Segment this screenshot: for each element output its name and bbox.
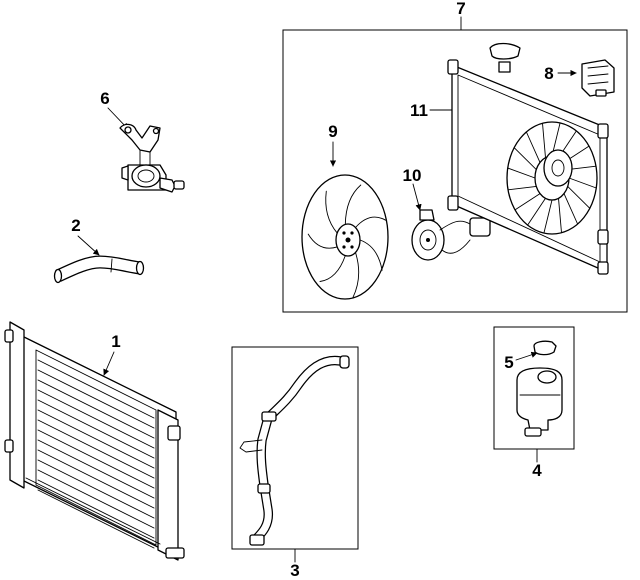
radiator-fin <box>37 469 155 529</box>
shroud-vane <box>568 177 597 189</box>
fan-blade-curve <box>359 239 383 271</box>
shroud-vane <box>507 185 537 191</box>
radiator-fin <box>37 439 155 499</box>
radiator-fin <box>37 369 155 429</box>
fan-blade-curve <box>319 255 346 282</box>
fan-blade <box>301 174 389 300</box>
radiator-fin <box>37 479 155 539</box>
callout-3: 3 <box>290 561 299 580</box>
callout-1: 1 <box>111 332 120 351</box>
fan-assembly-group-box <box>282 29 628 313</box>
valve-assembly <box>119 123 185 193</box>
coolant-hose <box>239 355 350 546</box>
radiator-fin <box>37 409 155 469</box>
shroud-vane <box>542 122 546 159</box>
shroud-vane <box>558 197 562 234</box>
callout-5: 5 <box>504 353 513 372</box>
shroud-vane <box>567 185 591 209</box>
reservoir-group-box <box>493 326 575 450</box>
fan-blade-curve <box>307 233 338 249</box>
shroud-vane <box>513 147 537 171</box>
shroud-vane <box>525 131 541 163</box>
fan-shroud <box>447 42 609 275</box>
fan-resistor <box>581 59 615 97</box>
callout-11: 11 <box>410 101 428 120</box>
shroud-vane <box>543 199 553 234</box>
fan-blade-curve <box>344 184 362 225</box>
fan-blade-curve <box>355 216 387 228</box>
radiator <box>4 321 185 561</box>
radiator-fin <box>37 429 155 489</box>
shroud-vane <box>507 167 536 179</box>
radiator-fin <box>37 359 155 419</box>
radiator-fin <box>37 449 155 509</box>
shroud-vane <box>563 193 579 225</box>
coolant-reservoir <box>516 340 563 437</box>
shroud-vane <box>527 197 546 226</box>
callout-7: 7 <box>456 0 465 18</box>
callout-2: 2 <box>71 216 80 235</box>
hose-group-box <box>231 346 359 550</box>
callout-6: 6 <box>100 89 109 108</box>
fan-blade-curve <box>325 190 338 234</box>
upper-hose <box>53 255 145 284</box>
radiator-fin <box>37 379 155 439</box>
radiator-fin <box>37 459 155 519</box>
reservoir-cap <box>533 340 557 356</box>
radiator-fin <box>37 419 155 479</box>
shroud-vane <box>514 193 541 211</box>
callout-10: 10 <box>403 166 422 185</box>
callout-8: 8 <box>544 64 553 83</box>
radiator-fin <box>37 399 155 459</box>
callout-9: 9 <box>328 122 337 141</box>
fan-blade-curve <box>352 252 360 299</box>
callouts: 1 2 3 4 5 6 7 8 9 10 11 <box>71 0 553 580</box>
radiator-fin <box>37 489 155 549</box>
fan-motor <box>411 209 491 261</box>
radiator-fin <box>37 389 155 449</box>
callout-4: 4 <box>532 461 542 480</box>
